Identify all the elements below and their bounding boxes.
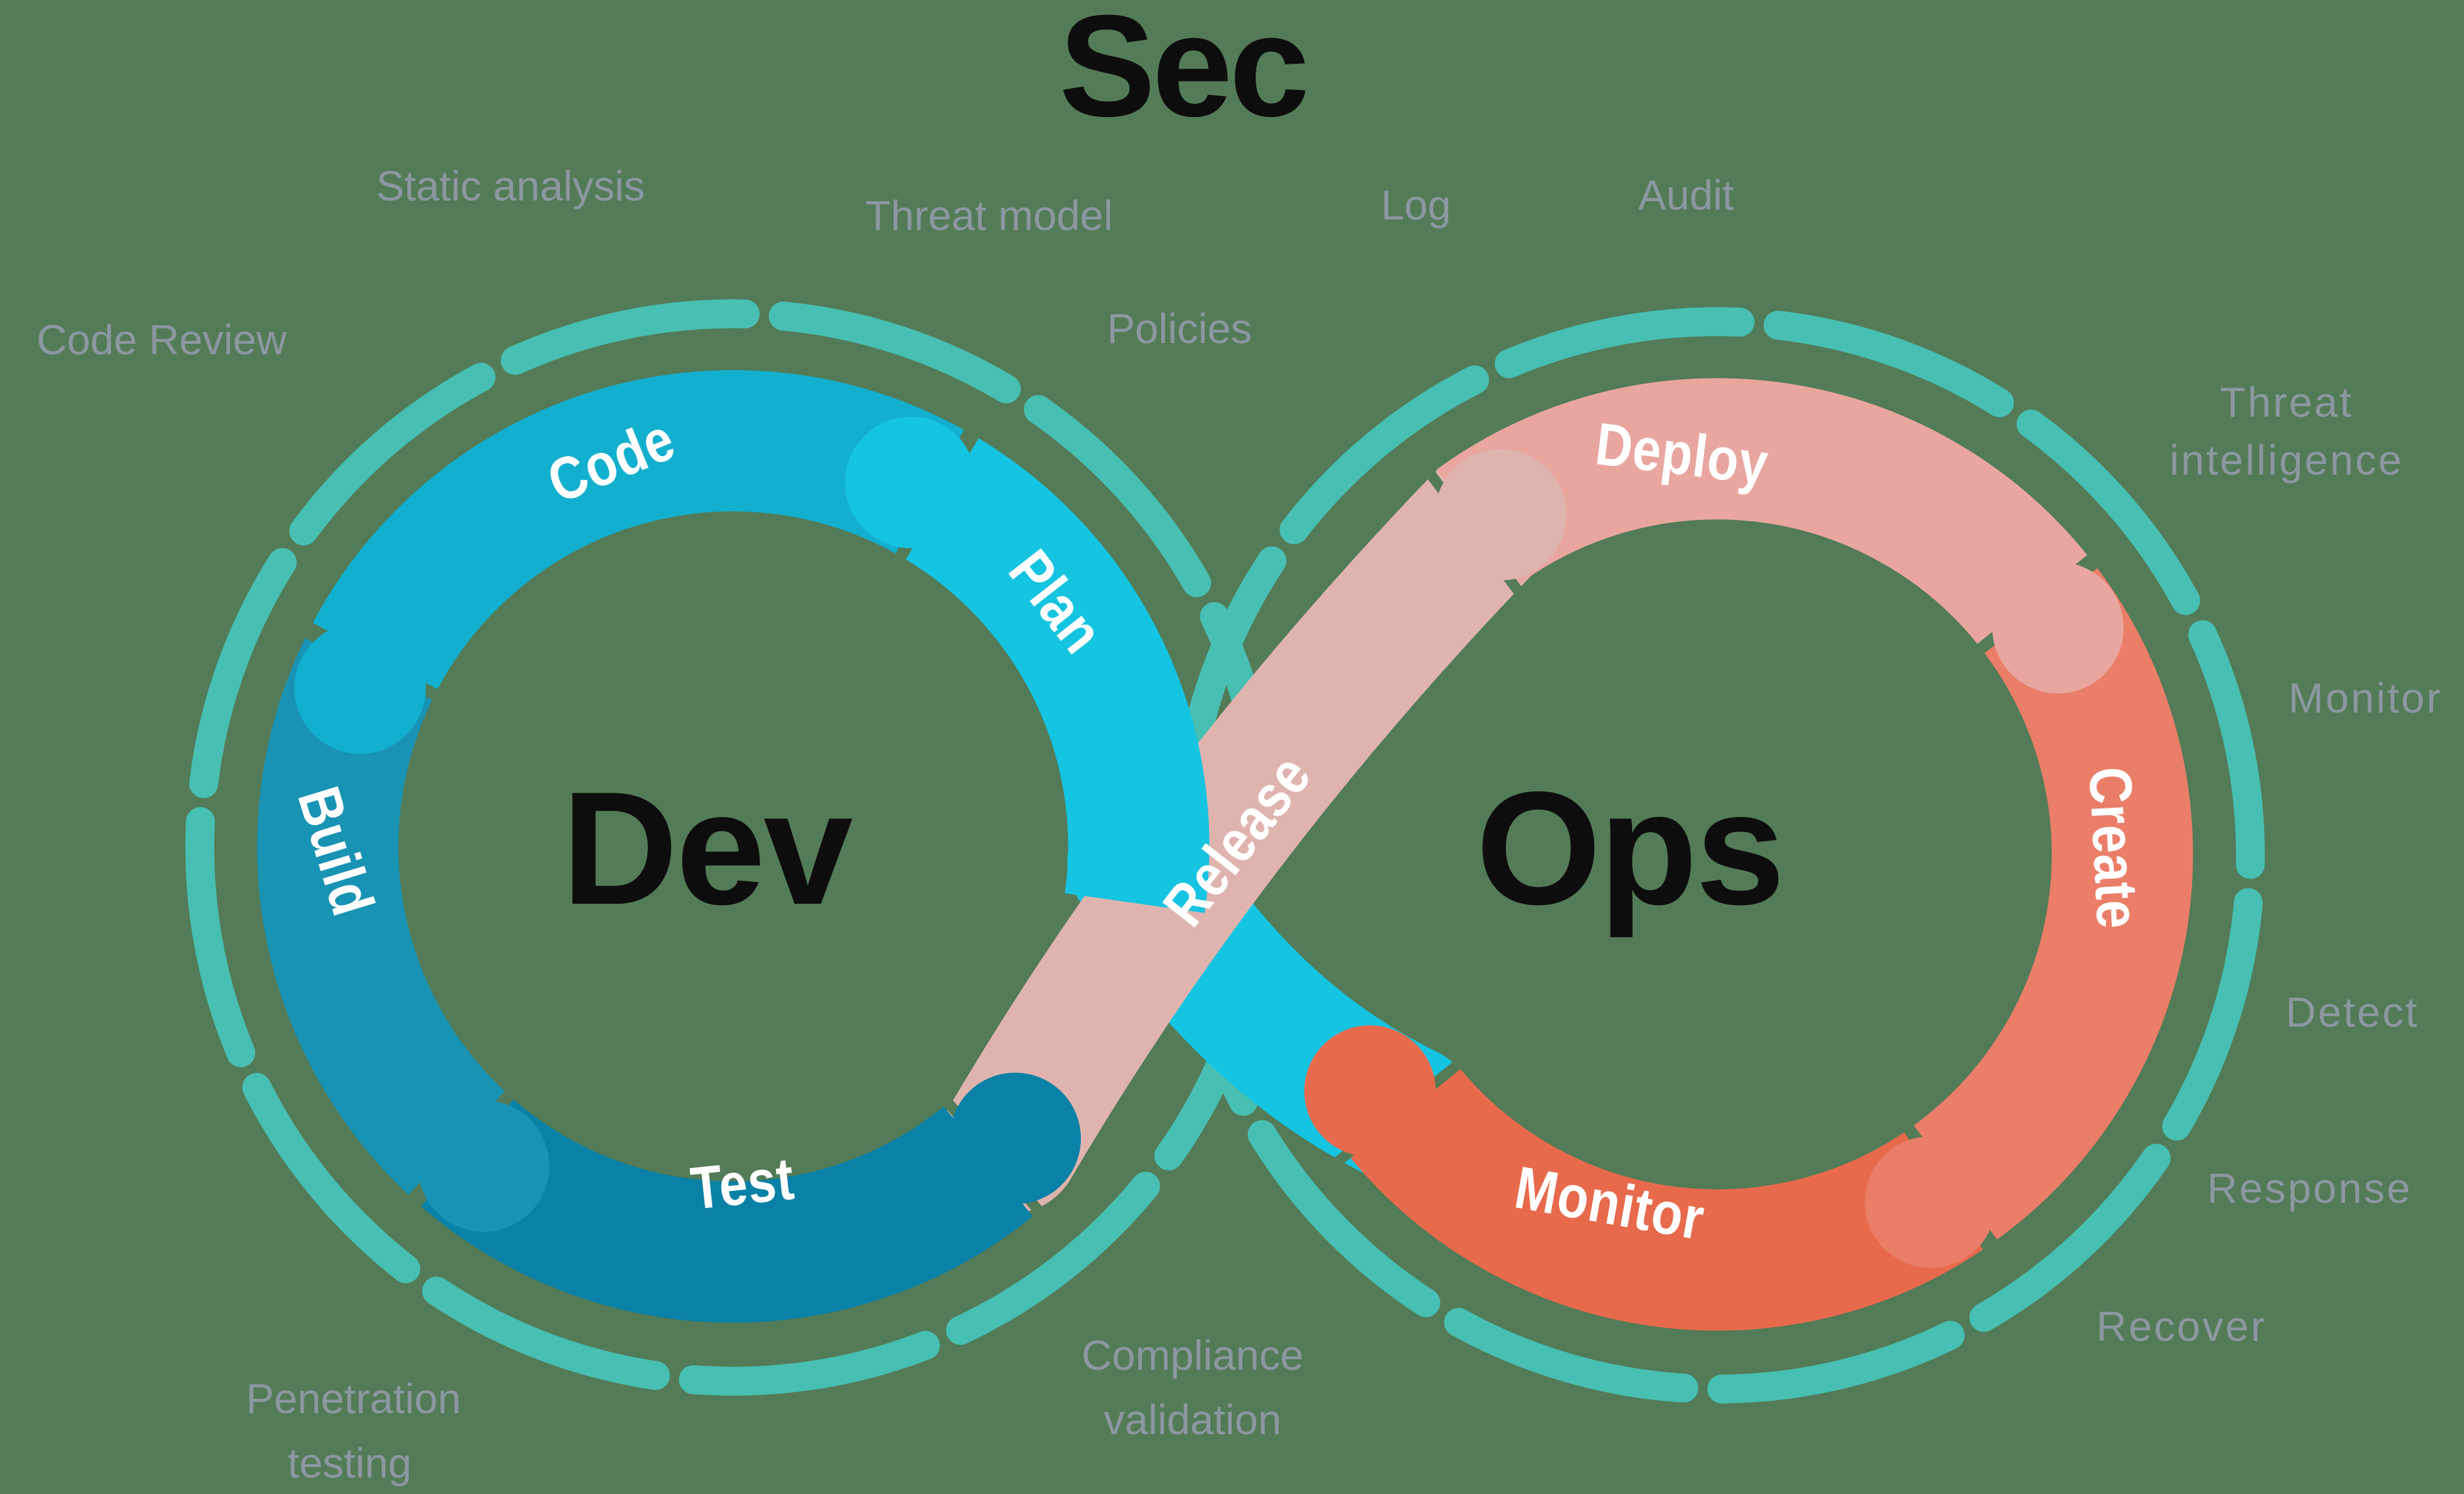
practice-log: Log <box>1381 181 1451 229</box>
knob-release-into-deploy <box>1435 449 1566 580</box>
ops-ring-deploy-segment <box>1436 378 2088 645</box>
dev-ring-plan-segment <box>905 438 1210 913</box>
dev-loop-title: Dev <box>562 758 853 938</box>
practice-penetration-line2: testing <box>288 1439 412 1487</box>
practice-response: Response <box>2207 1165 2412 1212</box>
practice-policies: Policies <box>1107 305 1252 352</box>
knob-build-into-test <box>418 1100 549 1232</box>
practice-threat-intelligence-line1: Threat <box>2220 379 2354 426</box>
release-band <box>939 452 1555 1214</box>
practice-monitor: Monitor <box>2289 674 2442 722</box>
practice-code-review: Code Review <box>37 316 287 363</box>
knob-monitor-into-plan-band <box>1304 1025 1436 1157</box>
test-segment-label: Test <box>688 1144 798 1222</box>
ops-ring-monitor-segment <box>1347 1064 1983 1331</box>
ops-loop-title: Ops <box>1476 758 1783 938</box>
practice-penetration-line1: Penetration <box>246 1375 461 1422</box>
dev-ring-code-segment <box>313 370 965 690</box>
practice-audit: Audit <box>1638 172 1734 219</box>
knob-create-into-monitor <box>1865 1136 1996 1268</box>
practice-compliance-line1: Compliance <box>1082 1332 1304 1379</box>
practice-threat-model: Threat model <box>865 192 1112 239</box>
practice-static-analysis: Static analysis <box>376 162 645 210</box>
ops-ring-create-segment <box>1913 568 2193 1240</box>
practice-compliance-line2: validation <box>1104 1396 1281 1443</box>
practice-detect: Detect <box>2286 989 2419 1036</box>
sec-title: Sec <box>1059 0 1306 147</box>
dev-dashed-security-arc <box>185 299 1276 1396</box>
knob-deploy-into-create <box>1992 562 2124 693</box>
practice-threat-intelligence-line2: intelligence <box>2170 436 2404 484</box>
practice-recover: Recover <box>2096 1303 2266 1350</box>
create-segment-label: Create <box>2076 765 2152 930</box>
knob-code-into-build <box>294 622 426 754</box>
knob-plan-into-code <box>845 417 976 548</box>
ops-dashed-security-arc <box>1174 307 2265 1404</box>
knob-test-into-release <box>949 1073 1081 1204</box>
